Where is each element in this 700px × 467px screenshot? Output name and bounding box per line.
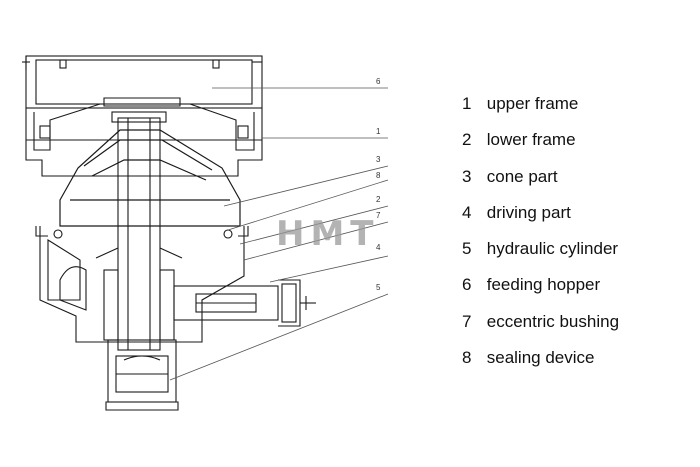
legend-number: 2 (462, 130, 472, 150)
legend-item: 6 feeding hopper (462, 273, 692, 309)
legend-number: 4 (462, 202, 472, 222)
callout-7: 7 (376, 211, 381, 220)
driving-part (173, 279, 316, 327)
legend-item: 8 sealing device (462, 346, 692, 382)
leader-7 (243, 221, 389, 261)
callout-1: 1 (376, 127, 381, 136)
legend-number: 6 (462, 275, 472, 295)
leader-2 (239, 205, 389, 245)
legend-number: 8 (462, 348, 472, 368)
legend-label: driving part (486, 202, 571, 222)
legend-item: 5 hydraulic cylinder (462, 237, 692, 273)
callout-2: 2 (376, 195, 381, 204)
leader-3 (223, 165, 389, 207)
legend-label: upper frame (486, 94, 579, 113)
feeding-hopper (22, 55, 263, 109)
legend-label: eccentric bushing (486, 311, 620, 331)
legend-item: 4 driving part (462, 201, 692, 237)
legend-label: hydraulic cylinder (486, 239, 619, 259)
leader-8 (227, 179, 389, 231)
legend-item: 2 lower frame (462, 128, 692, 164)
leader-4 (269, 255, 389, 283)
legend-number: 5 (462, 239, 472, 259)
legend-number: 7 (462, 311, 472, 331)
legend-number: 1 (462, 94, 472, 113)
lower-frame (35, 226, 249, 343)
callout-6: 6 (376, 77, 381, 86)
legend-item: 3 cone part (462, 165, 692, 201)
legend-item: 1 upper frame (462, 92, 692, 128)
legend-label: feeding hopper (486, 275, 601, 295)
legend-number: 3 (462, 166, 472, 186)
hydraulic-cylinder (105, 339, 179, 411)
parts-legend: 1 upper frame 2 lower frame 3 cone part … (462, 92, 692, 382)
eccentric-bushing (95, 247, 183, 341)
callout-3: 3 (376, 155, 381, 164)
callout-8: 8 (376, 171, 381, 180)
legend-label: cone part (486, 166, 558, 186)
legend-item: 7 eccentric bushing (462, 310, 692, 346)
watermark-logo: HMT (276, 214, 379, 254)
upper-frame (25, 97, 263, 177)
legend-label: lower frame (486, 130, 576, 150)
leader-5 (169, 293, 389, 381)
callout-4: 4 (376, 243, 381, 252)
legend-label: sealing device (486, 348, 595, 368)
main-shaft (111, 111, 167, 351)
callout-5: 5 (376, 283, 381, 292)
